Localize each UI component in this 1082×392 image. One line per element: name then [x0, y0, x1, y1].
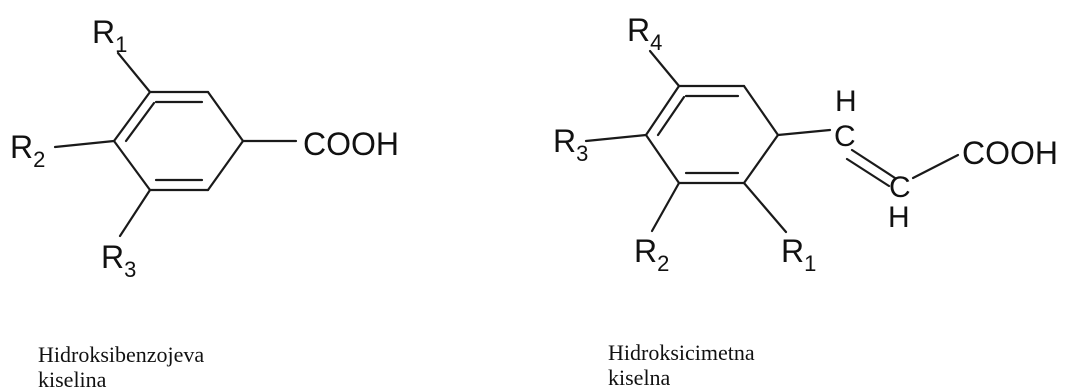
ring-to-vinyl-bond	[776, 128, 832, 137]
ring1-bond-right-bottom	[206, 139, 245, 192]
r3b-label: R3	[553, 123, 588, 166]
r1-bond	[116, 51, 152, 94]
ring1-bond-top-right	[206, 90, 245, 143]
caption-hydroxycinnamic-acid: Hidroksicimetna kiselna	[608, 340, 755, 390]
hydroxycinnamic-acid-structure: R4 R3 R2 R1 H C C H COOH	[553, 12, 1058, 276]
hydroxybenzoic-acid-structure: R1 R2 R3 COOH	[10, 14, 399, 282]
ring2-inner-double-left	[656, 95, 686, 137]
vinyl-double-bond-b	[845, 157, 891, 188]
ring2-bond-bottom-left	[644, 133, 681, 185]
vinyl-c-bottom: C	[889, 171, 911, 204]
r2b-bond	[650, 181, 681, 233]
caption-line-1: Hidroksibenzojeva	[38, 342, 205, 367]
r3-bond	[118, 188, 152, 238]
ring1-bond-left-top	[112, 90, 152, 143]
r2b-label: R2	[634, 233, 669, 276]
r2-bond	[53, 139, 116, 149]
r4-label: R4	[627, 12, 662, 55]
r3-label: R3	[101, 239, 136, 282]
cooh-label: COOH	[303, 126, 399, 162]
caption-line-2: kiselina	[38, 367, 107, 392]
caption-line-2: kiselna	[608, 365, 671, 390]
caption-line-1: Hidroksicimetna	[608, 340, 755, 365]
r4-bond	[648, 49, 681, 88]
vinyl-double-bond-a	[850, 148, 897, 180]
r1-label: R1	[92, 14, 127, 57]
cooh-label-2: COOH	[962, 135, 1058, 171]
ring2-bond-left-top	[644, 84, 681, 137]
r1b-label: R1	[781, 233, 816, 276]
ring1-inner-double-left	[124, 101, 156, 143]
vinyl-h-bottom: H	[888, 201, 910, 234]
r3b-bond	[584, 133, 648, 143]
r1b-bond	[742, 181, 788, 234]
vinyl-h-top: H	[835, 85, 857, 118]
vinyl-to-cooh-bond	[911, 153, 960, 180]
ring2-bond-right-bottom	[742, 133, 780, 185]
vinyl-c-top: C	[834, 120, 856, 153]
ring2-bond-top-right	[742, 84, 780, 137]
r2-label: R2	[10, 129, 45, 172]
ring1-bond-bottom-left	[112, 139, 152, 192]
caption-hydroxybenzoic-acid: Hidroksibenzojeva kiselina	[38, 342, 204, 392]
